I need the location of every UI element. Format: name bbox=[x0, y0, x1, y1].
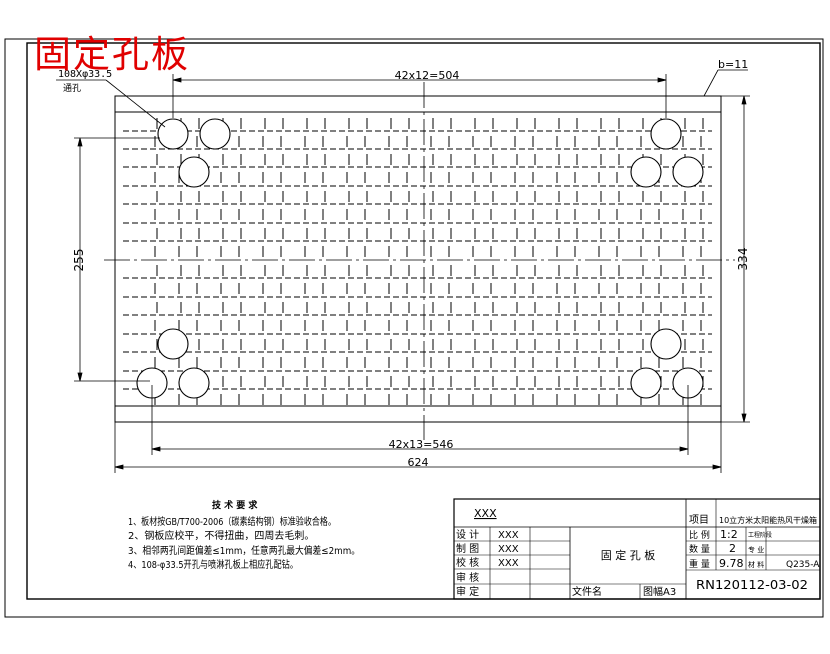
role-reviewer: 审 核 bbox=[456, 571, 479, 584]
corner-hole bbox=[178, 156, 210, 188]
material-label: 材 料 bbox=[748, 560, 764, 569]
dimension-left-label: 255 bbox=[72, 249, 86, 272]
center-lines bbox=[104, 82, 735, 440]
scale-label: 比 例 bbox=[689, 529, 710, 541]
outer-border bbox=[4, 38, 824, 618]
material-value: Q235-A bbox=[786, 560, 820, 570]
dimension-left bbox=[74, 137, 160, 382]
slot-grid bbox=[154, 118, 704, 405]
dimension-right bbox=[721, 95, 750, 423]
title-block-mark: XXX bbox=[474, 507, 497, 520]
plate-outline bbox=[114, 95, 722, 423]
inner-border bbox=[26, 42, 821, 600]
corner-hole bbox=[650, 328, 682, 360]
name-designer: XXX bbox=[498, 530, 519, 541]
quantity-value: 2 bbox=[729, 542, 736, 555]
corner-hole bbox=[672, 156, 704, 188]
dimension-top-label: 42x12=504 bbox=[395, 69, 460, 82]
corner-hole bbox=[630, 156, 662, 188]
weight-value: 9.78 bbox=[719, 557, 744, 570]
dimension-bottom-label: 42x13=546 bbox=[389, 438, 454, 451]
hole-callout-leader bbox=[56, 79, 166, 128]
tech-requirement-1: 1、板材按GB/T700-2006（碳素结构钢）标准验收合格。 bbox=[128, 515, 336, 528]
part-title: 固定孔板 bbox=[34, 33, 190, 76]
project-label: 项目 bbox=[689, 514, 709, 526]
dimension-width bbox=[114, 422, 722, 473]
corner-hole bbox=[630, 367, 662, 399]
thickness-leader bbox=[703, 69, 748, 97]
row-lines bbox=[123, 130, 712, 390]
hole-callout: 108Xφ33.5 bbox=[58, 69, 112, 80]
tech-requirement-3: 3、相邻两孔间距偏差≤1mm，任意两孔最大偏差≤2mm。 bbox=[128, 544, 360, 557]
dimension-top bbox=[172, 74, 667, 118]
role-approver: 审 定 bbox=[456, 585, 479, 598]
drawing-name: 固 定 孔 板 bbox=[601, 548, 656, 562]
thickness-label: b=11 bbox=[718, 58, 748, 71]
role-drafter: 制 图 bbox=[456, 542, 479, 555]
corner-hole bbox=[199, 118, 231, 150]
major-label: 专 业 bbox=[748, 545, 764, 554]
role-checker: 校 核 bbox=[456, 556, 479, 569]
name-drafter: XXX bbox=[498, 544, 519, 555]
corner-holes bbox=[136, 118, 704, 399]
title-block-grid bbox=[453, 498, 821, 600]
tech-requirements-title: 技 术 要 求 bbox=[212, 499, 258, 511]
sheet-size-label: 图幅A3 bbox=[643, 585, 676, 598]
dimension-bottom bbox=[151, 385, 689, 455]
drawing-number: RN120112-03-02 bbox=[696, 578, 808, 592]
hole-callout-note: 通孔 bbox=[63, 83, 81, 94]
weight-label: 重 量 bbox=[689, 558, 710, 570]
file-name-label: 文件名 bbox=[572, 585, 602, 598]
stage-label: 工程阶段 bbox=[748, 531, 772, 539]
project-value: 10立方米太阳能热风干燥箱 bbox=[719, 515, 817, 525]
corner-hole bbox=[650, 118, 682, 150]
name-checker: XXX bbox=[498, 558, 519, 569]
scale-value: 1:2 bbox=[720, 528, 738, 541]
role-designer: 设 计 bbox=[456, 528, 479, 541]
corner-hole bbox=[157, 328, 189, 360]
corner-hole bbox=[178, 367, 210, 399]
dimension-right-label: 334 bbox=[736, 248, 750, 271]
quantity-label: 数 量 bbox=[689, 543, 710, 555]
tech-requirement-4: 4、108-φ33.5开孔与喷淋孔板上相应孔配钻。 bbox=[128, 558, 298, 571]
corner-hole bbox=[157, 118, 189, 150]
tech-requirement-2: 2、钢板应校平，不得扭曲，四周去毛刺。 bbox=[128, 529, 314, 542]
dimension-width-label: 624 bbox=[408, 456, 429, 469]
